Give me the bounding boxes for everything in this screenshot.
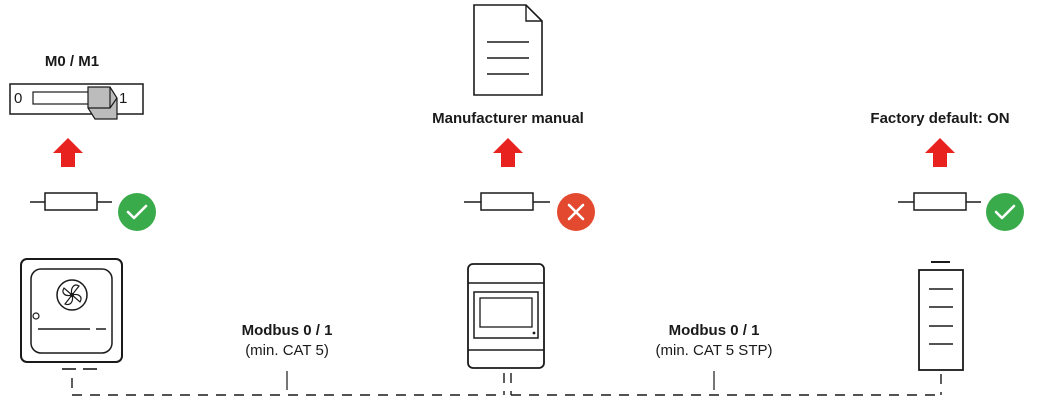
modbus-left-title: Modbus 0 / 1 (241, 322, 333, 339)
inverter-icon (20, 258, 123, 370)
checkmark-icon (986, 193, 1024, 231)
checkmark-icon (118, 193, 156, 231)
modbus-right-title: Modbus 0 / 1 (668, 322, 760, 339)
up-arrow-icon (53, 138, 83, 167)
switch-position-0-label: 0 (14, 90, 23, 107)
meter-icon (467, 263, 545, 369)
battery-icon (918, 261, 964, 371)
document-icon (473, 4, 543, 96)
up-arrow-icon (925, 138, 955, 167)
modbus-right-cable-spec: (min. CAT 5 STP) (655, 342, 773, 359)
resistor-icon (898, 192, 981, 211)
cross-icon (557, 193, 595, 231)
switch-title: M0 / M1 (44, 53, 100, 70)
up-arrow-icon (493, 138, 523, 167)
resistor-icon (464, 192, 550, 211)
resistor-icon (30, 192, 112, 211)
switch-icon (9, 83, 144, 120)
factory-default-label: Factory default: ON (870, 110, 1010, 127)
modbus-left-cable-spec: (min. CAT 5) (245, 342, 329, 359)
modbus-cable (71, 373, 942, 396)
switch-position-1-label: 1 (119, 90, 128, 107)
manual-label: Manufacturer manual (432, 110, 584, 127)
